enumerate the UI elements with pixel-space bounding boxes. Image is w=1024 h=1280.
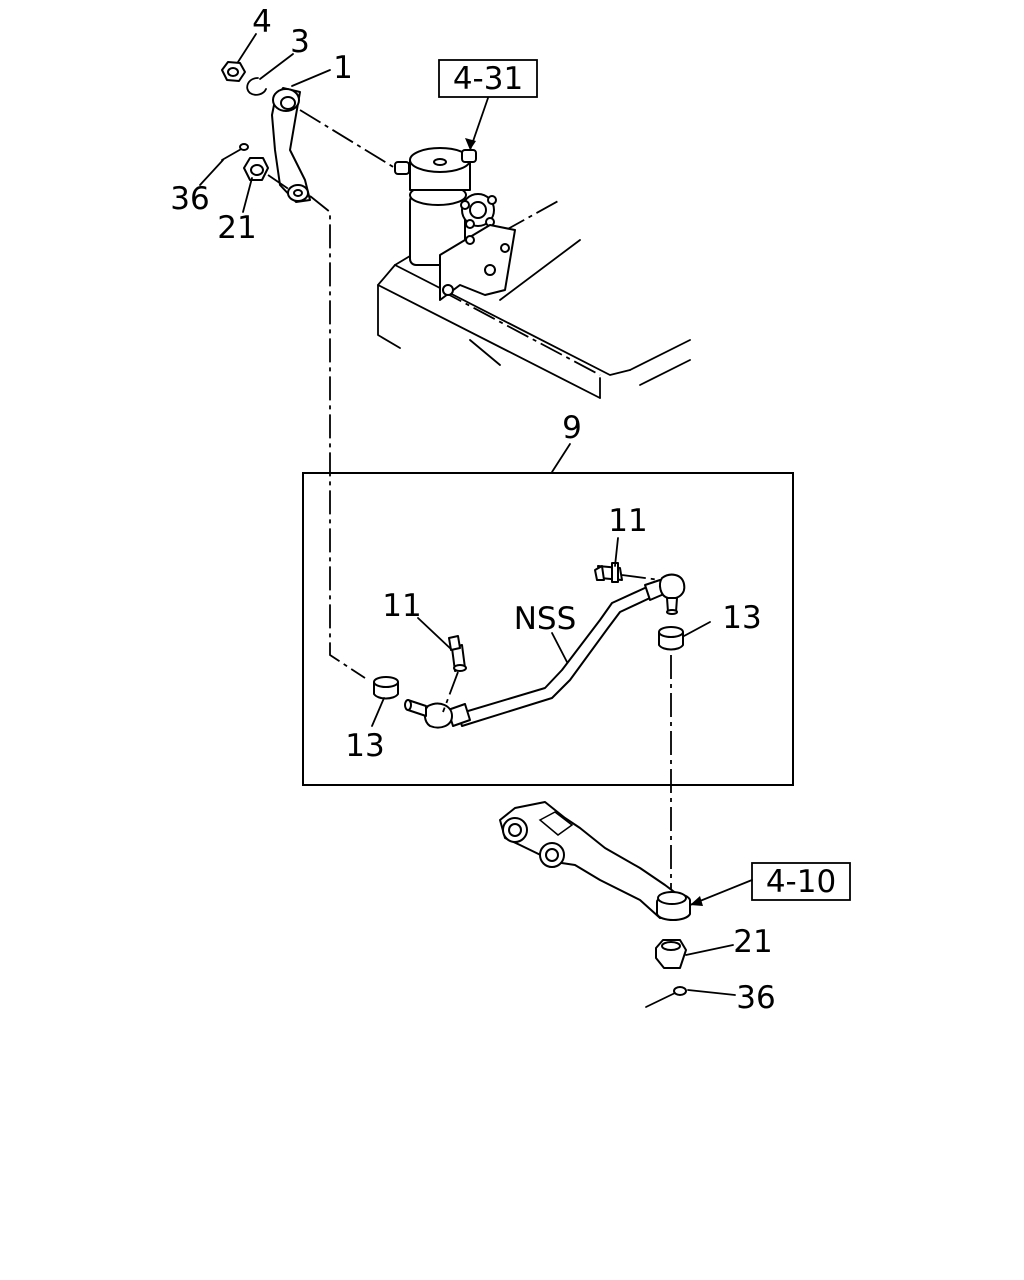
castle-nut-21-bottom [655,939,687,969]
cotter-pin-36-bottom [645,986,687,1008]
assembly-box-9 [302,472,794,786]
centerline-pitman-gear [299,109,396,169]
leader-9 [551,443,571,473]
leader-4-10-arrow [690,896,703,906]
callout-3: 3 [290,24,310,60]
callout-13-left: 13 [345,728,384,764]
callout-11-left: 11 [382,588,421,624]
leader-21-bottom [685,944,734,956]
dust-boot-13-left [373,676,399,700]
pitman-arm [271,87,311,203]
leader-11-right [614,537,619,567]
callout-21-bottom: 21 [733,924,772,960]
lock-washer-3 [246,77,267,96]
leader-nss [551,632,568,663]
leader-36-bottom [687,989,736,996]
leader-4-31-arrow [465,138,476,150]
leader-3 [259,53,294,80]
centerline-nipple-right [621,574,661,581]
centerline-nipple-left [442,671,459,713]
callout-11-right: 11 [608,503,647,539]
knuckle-arm [499,801,691,921]
cotter-pin-36-top [221,143,249,161]
callout-36-top: 36 [170,181,209,217]
centerline-pitman-drag-link [309,195,366,679]
ref-box-4-10-frame [751,862,851,901]
centerline-nut-21-top [267,174,291,191]
nut-4 [221,61,246,82]
ball-joint-left [404,699,453,729]
grease-nipple-11-right [594,562,623,583]
callout-nss: NSS [514,601,577,637]
callout-1: 1 [333,50,353,86]
leader-13-left [371,697,385,727]
ball-joint-right [659,573,686,615]
leader-11-left [417,617,453,651]
leader-36-top [199,159,224,186]
ref-box-4-31: 4-31 [453,61,523,97]
castle-nut-21-top [243,157,269,181]
leader-21-top [242,177,253,213]
leader-4 [237,33,257,63]
callout-9: 9 [562,410,582,446]
drag-link-rod [447,579,665,727]
dust-boot-13-right [658,626,684,651]
steering-gear-box [394,147,516,301]
callout-36-bottom: 36 [736,980,775,1016]
ref-box-4-31-frame [438,59,538,98]
leader-13-right [683,621,711,637]
callout-4: 4 [252,4,272,40]
callout-21-top: 21 [217,210,256,246]
ref-box-4-10: 4-10 [766,864,836,900]
callout-13-right: 13 [722,600,761,636]
grease-nipple-11-left [448,635,467,672]
leader-1 [291,69,331,87]
